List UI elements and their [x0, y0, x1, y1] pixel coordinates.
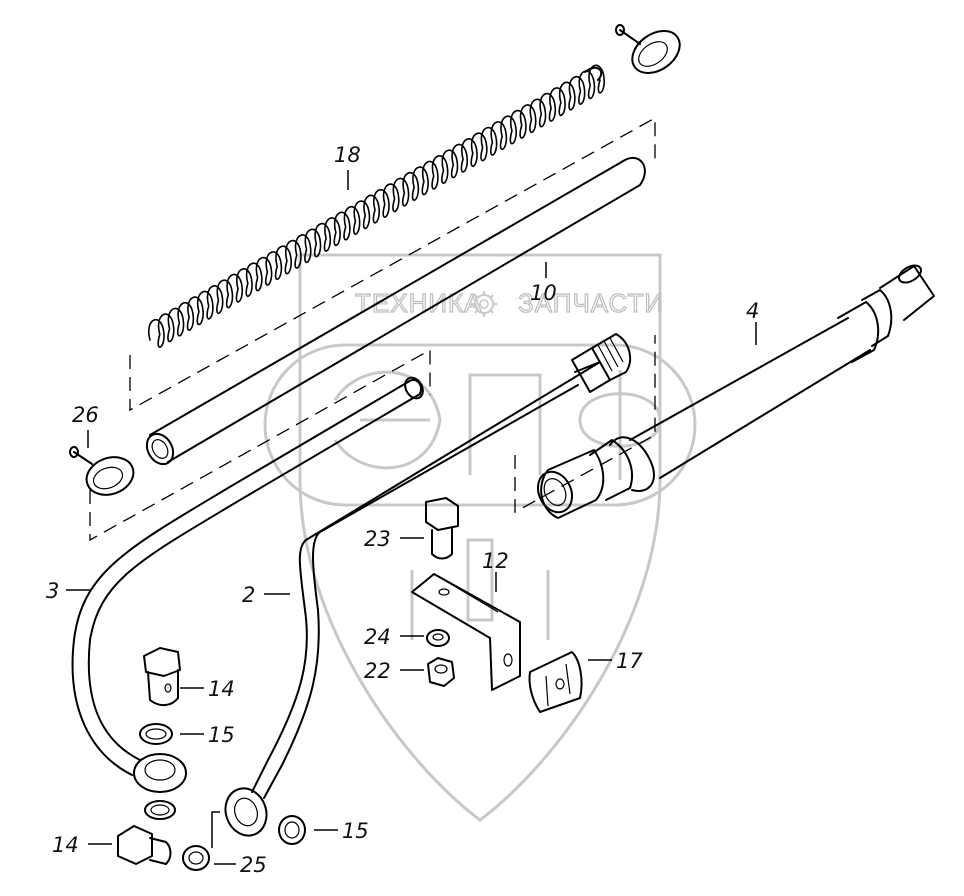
watermark: ТЕХНИКА ЗАПЧАСТИ	[263, 253, 697, 822]
sealing-rings	[139, 723, 306, 871]
callout-24: 24	[364, 625, 391, 649]
callout-10: 10	[530, 281, 557, 305]
callout-14-lower: 14	[52, 833, 79, 857]
gear-icon	[471, 291, 497, 317]
clip-17	[528, 651, 583, 713]
watermark-letter-f	[578, 370, 662, 480]
callout-23: 23	[364, 527, 391, 551]
washer-24	[426, 629, 450, 647]
callout-labels: 18 10 4 26 23 12 3 2 24 22 17 14 15 14 1…	[46, 143, 759, 877]
callout-14-upper: 14	[208, 677, 235, 701]
callout-4: 4	[746, 299, 759, 323]
protective-spring	[147, 64, 605, 348]
pipe-3	[71, 376, 424, 793]
callout-22: 22	[364, 659, 391, 683]
leader-lines	[66, 170, 757, 865]
bracket-12	[411, 573, 521, 691]
nut-22	[427, 657, 455, 687]
watermark-letter-e	[333, 370, 442, 470]
callout-25: 25	[240, 853, 267, 877]
banjo-bolt-lower	[117, 825, 172, 865]
callout-12: 12	[482, 549, 509, 573]
watermark-oval	[263, 343, 697, 507]
flexible-hose	[536, 264, 935, 519]
callout-3: 3	[46, 579, 59, 603]
pipe-2-fitting	[571, 333, 632, 393]
callout-2: 2	[242, 583, 255, 607]
clamp-lower	[69, 446, 135, 496]
callout-18: 18	[334, 143, 361, 167]
clamp-upper	[615, 24, 681, 74]
callout-17: 17	[616, 649, 643, 673]
dashed-guides	[89, 116, 656, 542]
bolt-23	[425, 497, 459, 560]
sleeve-tube	[145, 157, 646, 466]
callout-26: 26	[72, 403, 99, 427]
watermark-right-text: ЗАПЧАСТИ	[518, 288, 664, 318]
callout-15-upper: 15	[208, 723, 235, 747]
banjo-bolt-upper	[143, 647, 181, 706]
watermark-letter-l	[468, 373, 542, 475]
callout-15-lower: 15	[342, 819, 369, 843]
pipe-2	[224, 333, 632, 837]
watermark-left-text: ТЕХНИКА	[355, 288, 483, 318]
watermark-shield	[298, 253, 662, 822]
